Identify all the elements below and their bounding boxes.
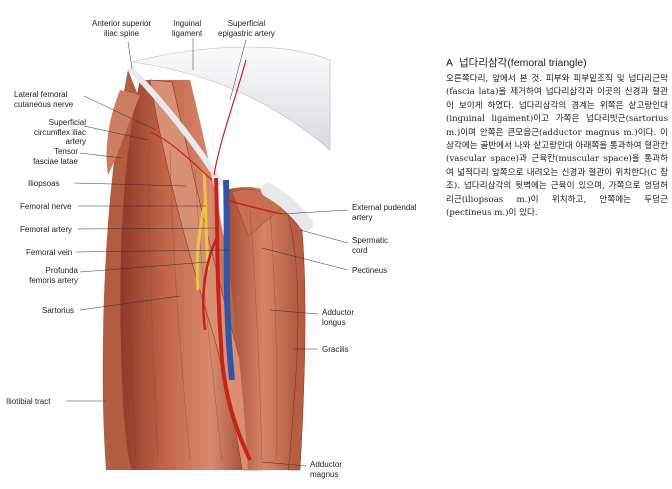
label-lateral-femoral-cutaneous-nerve: Lateral femoral cutaneous nerve	[14, 90, 74, 109]
femoral-vein-shape	[223, 179, 235, 381]
caption-letter: A	[446, 57, 454, 69]
label-femoral-artery: Femoral artery	[20, 225, 73, 234]
label-inguinal-ligament: Inguinal ligament	[172, 19, 203, 38]
adductor-muscles-shape	[226, 187, 303, 471]
thigh	[102, 70, 306, 471]
label-profunda-femoris-artery: Profunda femoris artery	[29, 266, 78, 285]
fascia-sheet	[131, 46, 331, 151]
gracilis-shape	[287, 214, 306, 471]
label-external-pudendal-artery: External pudendal artery	[352, 203, 417, 222]
neurovascular-bundle	[149, 59, 283, 461]
label-iliotibial-tract: Iliotibial tract	[6, 397, 51, 406]
caption-title-text: 넙다리삼각(femoral triangle)	[459, 57, 587, 69]
label-superficial-circumflex-iliac-artery: Superficial circumflex iliac artery	[33, 118, 86, 146]
label-adductor-magnus: Adductor magnus	[310, 460, 343, 479]
caption-body: 오른쪽다리, 앞에서 본 것. 피부와 피부밑조직 및 넙다리근막(fascia…	[446, 74, 668, 219]
label-tensor-fasciae-latae: Tensor fasciae latae	[33, 147, 78, 166]
figure-caption: A 넙다리삼각(femoral triangle) 오른쪽다리, 앞에서 본 것.…	[446, 56, 668, 220]
label-adductor-longus: Adductor longus	[322, 308, 355, 327]
spermatic-cord-shape	[261, 183, 313, 231]
profunda-femoris-shape	[202, 234, 220, 331]
label-gracilis: Gracilis	[322, 345, 349, 354]
superficial-epigastric-shape	[213, 59, 247, 176]
label-femoral-vein: Femoral vein	[26, 248, 73, 257]
external-pudendal-shape	[225, 199, 283, 215]
label-superficial-epigastric-artery: Superficial epigastric artery	[218, 19, 275, 38]
femoral-artery-shape	[214, 177, 252, 461]
label-femoral-nerve: Femoral nerve	[20, 202, 72, 211]
label-anterior-superior-iliac-spine: Anterior superior iliac spine	[92, 19, 152, 38]
thigh-lateral-muscles	[120, 80, 250, 470]
muscle-fibers	[129, 139, 277, 461]
label-spermatic-cord: Spermatic cord	[352, 236, 389, 255]
leader-lines	[66, 38, 349, 467]
caption-title: A 넙다리삼각(femoral triangle)	[446, 56, 668, 70]
label-iliopsoas: Iliopsoas	[28, 179, 60, 188]
label-pectineus: Pectineus	[352, 266, 388, 275]
label-sartorius: Sartorius	[42, 306, 75, 315]
superficial-circumflex-shape	[149, 131, 213, 181]
tensor-fasciae-latae-shape	[106, 90, 140, 175]
